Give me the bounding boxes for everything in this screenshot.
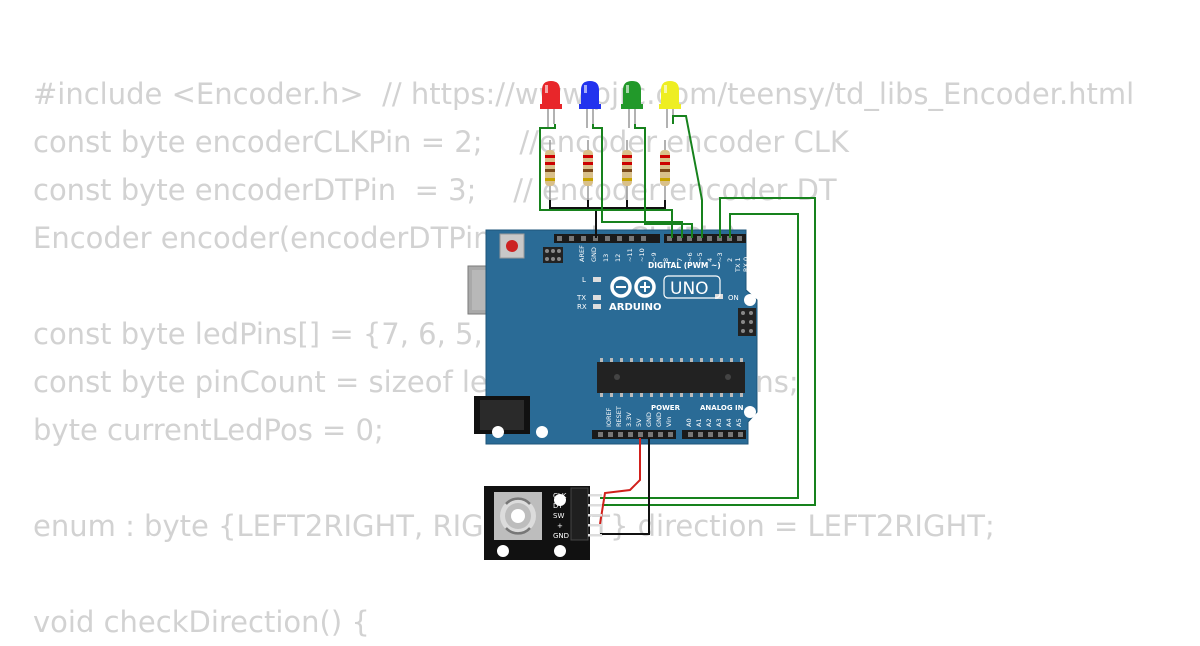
wire-led-red [539,124,673,238]
svg-text:DT: DT [553,502,563,510]
svg-text:CLK: CLK [553,492,567,500]
digital-label: DIGITAL (PWM ~) [648,261,721,270]
circuit-diagram: AREF GND 13 12 ~11 ~10 ~9 8 7 ~6 ~5 4 ~3… [467,81,816,560]
led-green[interactable] [621,81,643,128]
analog-pin-labels: A0 A1 A2 A3 A4 A5 [685,418,743,427]
svg-text:A5: A5 [735,418,743,427]
encoder-pin-labels: CLK DT SW + GND [553,492,569,540]
code-line: const byte encoderDTPin = 3; // encoder … [33,173,837,207]
rx-led [593,304,601,309]
resistor-3 [622,140,632,200]
svg-text:A0: A0 [685,418,693,427]
svg-text:A4: A4 [725,418,733,427]
reset-button[interactable] [499,233,525,259]
svg-text:~10: ~10 [638,248,646,262]
svg-text:A2: A2 [705,418,713,427]
svg-text:TX 1: TX 1 [734,257,742,273]
power-label: POWER [651,404,681,412]
encoder-knob-center [511,509,525,523]
tx-label: TX [576,294,586,302]
l-led [593,277,601,282]
brand-label: ARDUINO [609,302,661,313]
icsp-header-top [543,247,563,263]
wire-gnd-leds [549,200,666,238]
power-header [592,430,746,439]
icsp-header-right [738,308,756,336]
wire-encoder-clk [600,213,799,499]
svg-text:SW: SW [553,512,564,520]
l-label: L [582,276,586,284]
code-line: #include <Encoder.h> // https://www.pjrc… [33,77,1135,111]
svg-text:7: 7 [676,258,684,262]
svg-text:GND: GND [553,532,569,540]
svg-text:A3: A3 [715,418,723,427]
model-label: UNO [670,279,709,299]
resistor-1 [545,140,555,200]
svg-text:GND: GND [655,412,663,427]
analog-label: ANALOG IN [700,404,744,412]
wire-gnd-encoder [600,438,650,535]
svg-text:13: 13 [602,254,610,262]
wire-5v [599,438,641,525]
svg-text:~6: ~6 [686,252,694,262]
svg-text:~5: ~5 [696,252,704,262]
wire-led-green [634,124,693,238]
rotary-encoder-module[interactable]: CLK DT SW + GND [484,486,602,560]
led-yellow[interactable] [659,81,681,128]
digital-header [554,234,746,243]
svg-text:GND: GND [645,412,653,427]
encoder-pin-header [570,487,589,541]
tx-led [593,295,601,300]
svg-text:12: 12 [614,254,622,262]
svg-text:~3: ~3 [716,252,724,262]
svg-text:+: + [557,522,563,530]
svg-text:A1: A1 [695,418,703,427]
code-line: byte currentLedPos = 0; [33,413,384,447]
svg-text:GND: GND [590,247,598,262]
svg-text:Vin: Vin [665,417,673,427]
resistor-2 [583,140,593,200]
svg-text:2: 2 [726,258,734,262]
svg-text:RX 0: RX 0 [742,257,750,272]
svg-text:~11: ~11 [626,248,634,262]
wire-led-yellow [672,115,703,238]
resistors [545,140,670,200]
svg-text:5V: 5V [635,418,643,427]
svg-text:4: 4 [706,258,714,262]
svg-text:8: 8 [662,258,670,262]
arduino-uno-board[interactable]: AREF GND 13 12 ~11 ~10 ~9 8 7 ~6 ~5 4 ~3… [467,229,758,445]
arduino-logo [610,276,656,298]
power-pin-labels: IOREF RESET 3.3V 5V GND GND Vin [605,406,673,427]
microcontroller-chip [597,358,745,397]
digital-pin-labels: AREF GND 13 12 ~11 ~10 ~9 8 7 ~6 ~5 4 ~3… [578,245,750,273]
on-label: ON [728,294,739,302]
wire-encoder-dt [600,197,816,506]
led-blue[interactable] [579,81,601,128]
resistor-4 [660,140,670,200]
code-line: const byte encoderCLKPin = 2; //encoder … [33,125,849,159]
rx-label: RX [577,303,587,311]
svg-text:AREF: AREF [578,245,586,262]
led-red[interactable] [540,81,562,128]
svg-text:~9: ~9 [650,252,658,262]
svg-text:RESET: RESET [615,406,623,427]
svg-text:3.3V: 3.3V [625,412,633,427]
wires [539,115,816,535]
svg-text:IOREF: IOREF [605,407,613,427]
